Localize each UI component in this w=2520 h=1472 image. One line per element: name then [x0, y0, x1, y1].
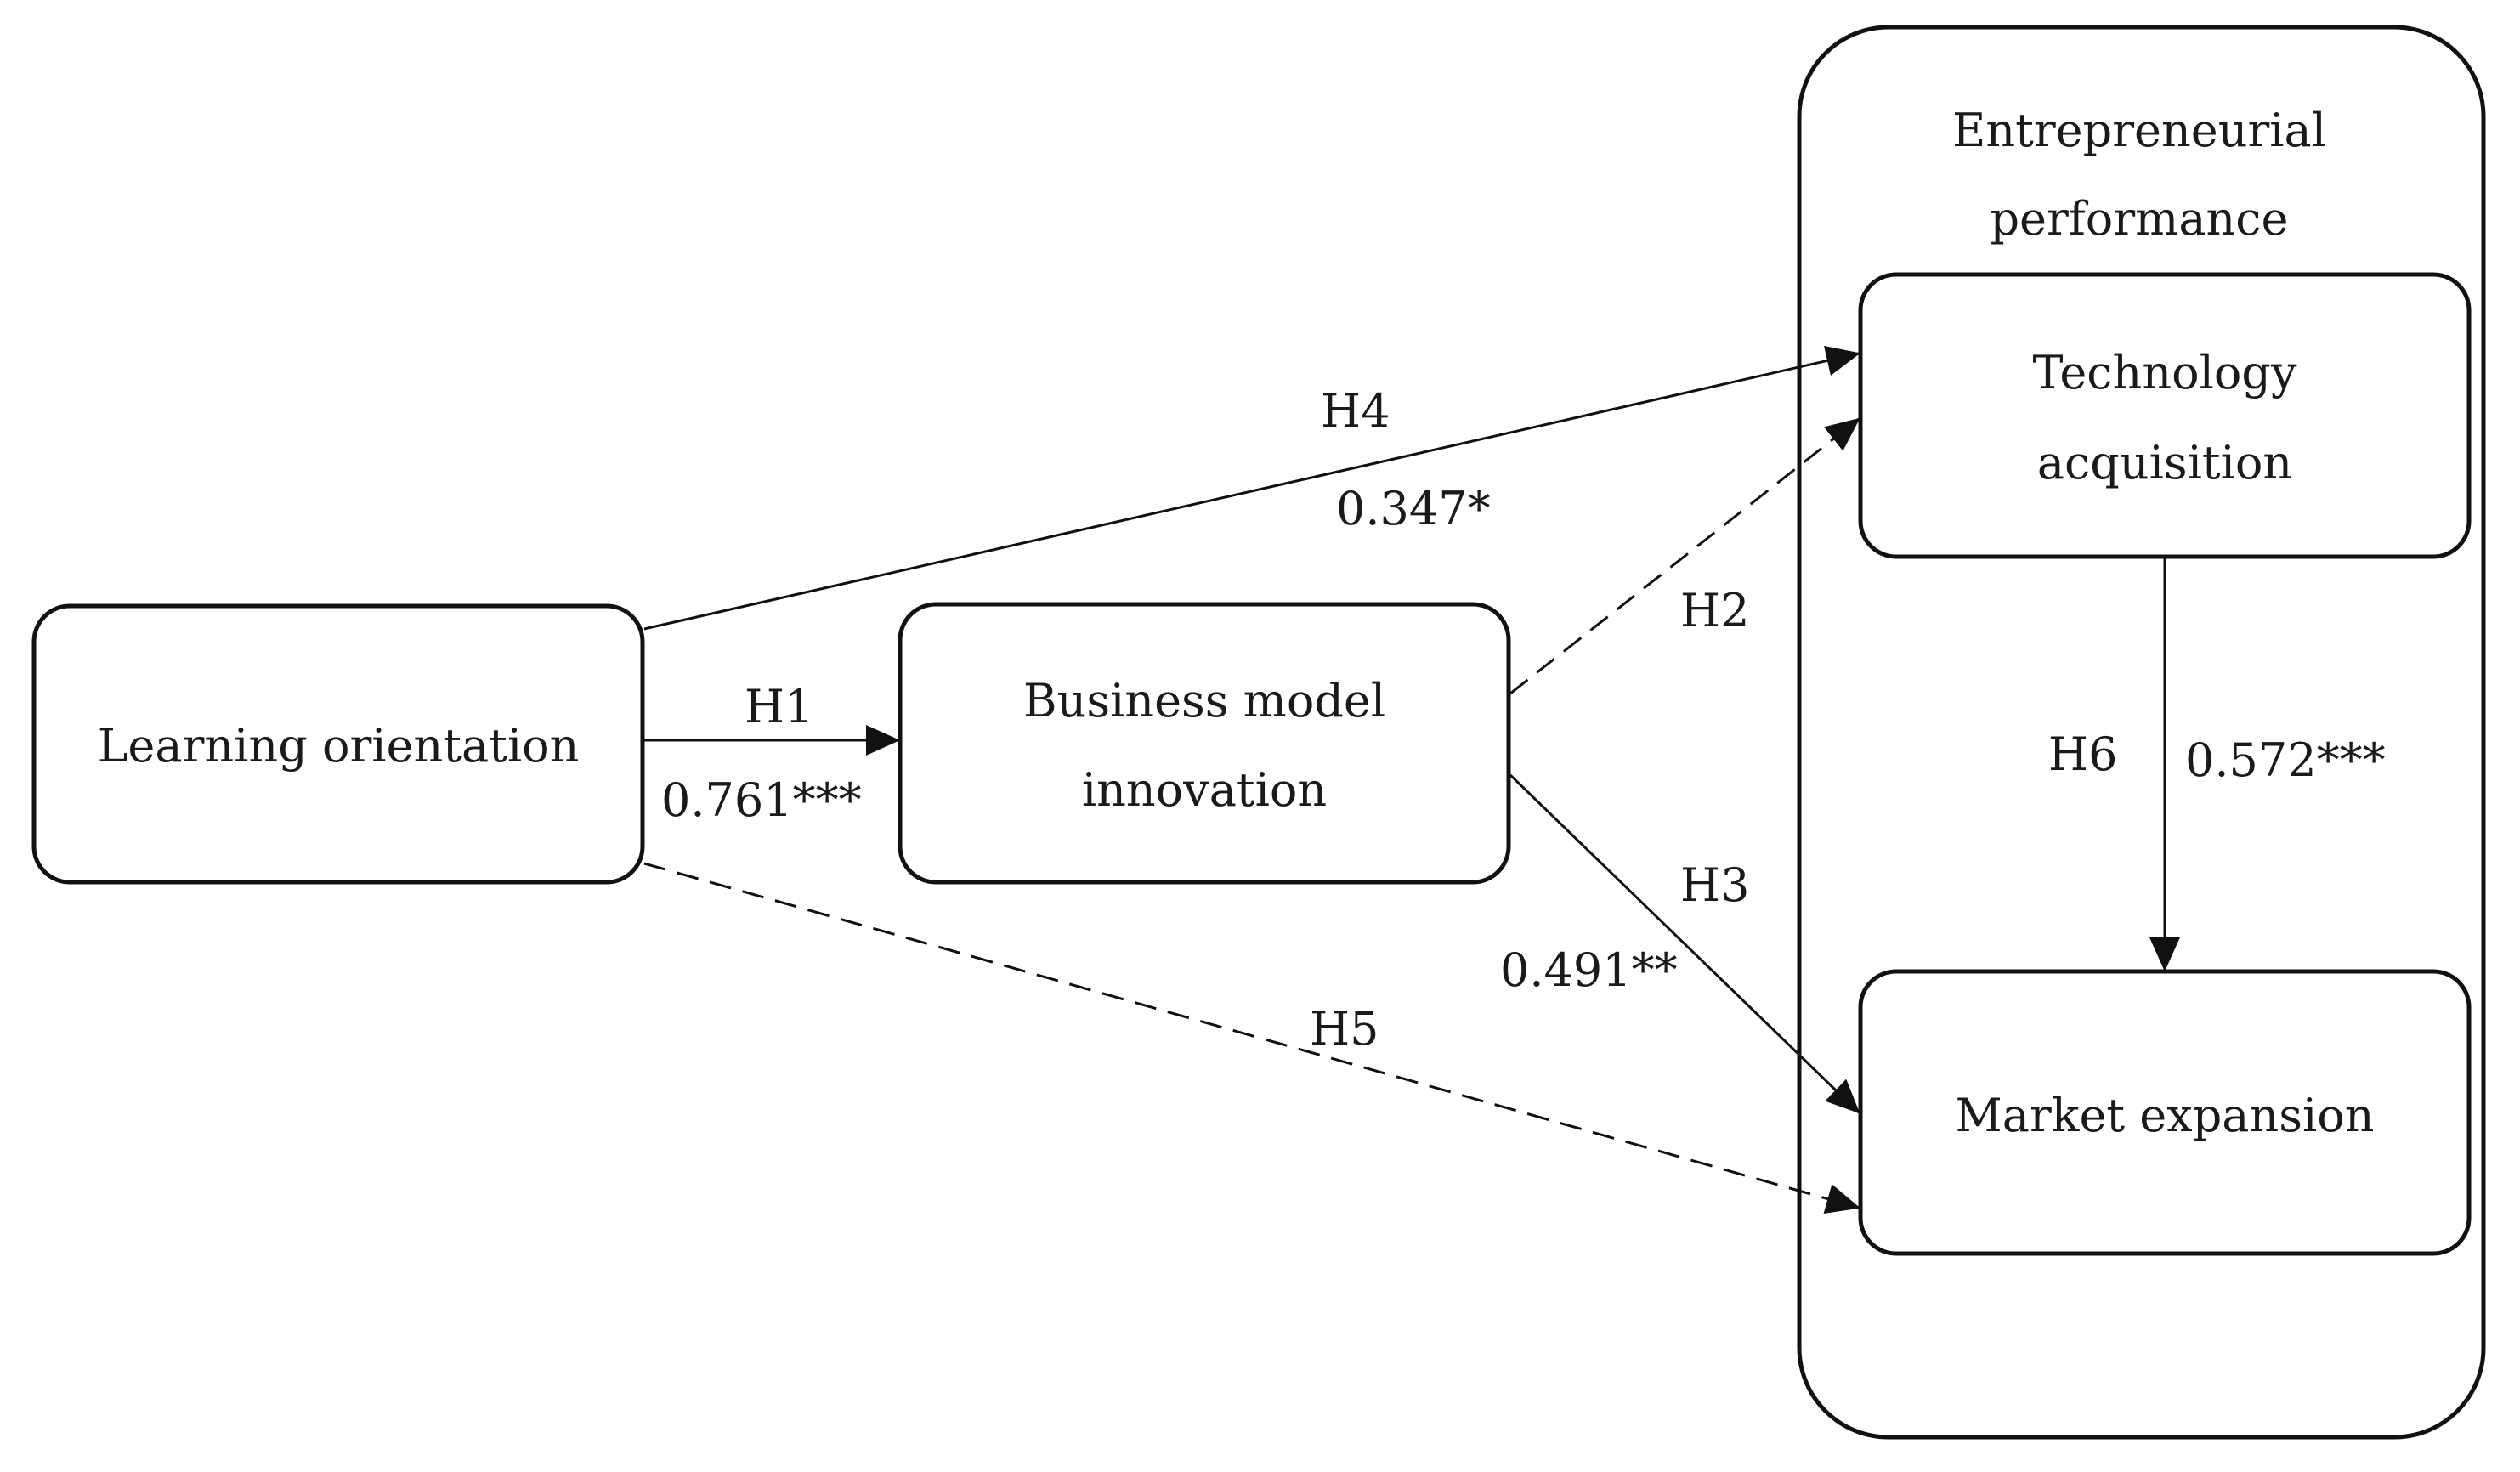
business-model-innovation-label-line2: innovation	[1082, 763, 1327, 817]
learning-orientation-box	[31, 603, 645, 885]
edge-h6-coefficient: 0.572***	[2185, 733, 2386, 787]
edge-h4-arrow	[643, 345, 1860, 631]
edge-h1-coefficient: 0.761***	[661, 773, 862, 827]
edge-h5-arrow	[643, 862, 1860, 1214]
technology-acquisition-box	[1858, 272, 2472, 559]
edge-h3-coefficient: 0.491**	[1500, 943, 1678, 997]
business-model-innovation-box	[898, 602, 1511, 885]
edge-h4-coefficient: 0.347*	[1336, 482, 1491, 535]
learning-orientation-label: Learning orientation	[98, 719, 580, 773]
edge-h3-label: H3	[1680, 858, 1749, 912]
market-expansion-box	[1858, 969, 2472, 1256]
market-expansion-label: Market expansion	[1955, 1089, 2374, 1142]
entrepreneurial-performance-label-line1: Entrepreneurial	[1952, 104, 2326, 157]
edge-h1-label: H1	[745, 680, 813, 733]
edge-h3-arrow	[1509, 773, 1860, 1114]
edge-h5-label: H5	[1310, 1002, 1379, 1056]
technology-acquisition-label-line1: Technology	[2033, 346, 2297, 399]
edge-h6-label: H6	[2048, 728, 2117, 781]
edge-h4-label: H4	[1321, 384, 1390, 438]
entrepreneurial-performance-label-line2: performance	[1990, 192, 2288, 246]
edge-h2-arrow	[1509, 417, 1860, 695]
technology-acquisition-label-line2: acquisition	[2037, 436, 2292, 490]
business-model-innovation-label-line1: Business model	[1023, 674, 1385, 728]
edge-h2-label: H2	[1680, 584, 1749, 637]
